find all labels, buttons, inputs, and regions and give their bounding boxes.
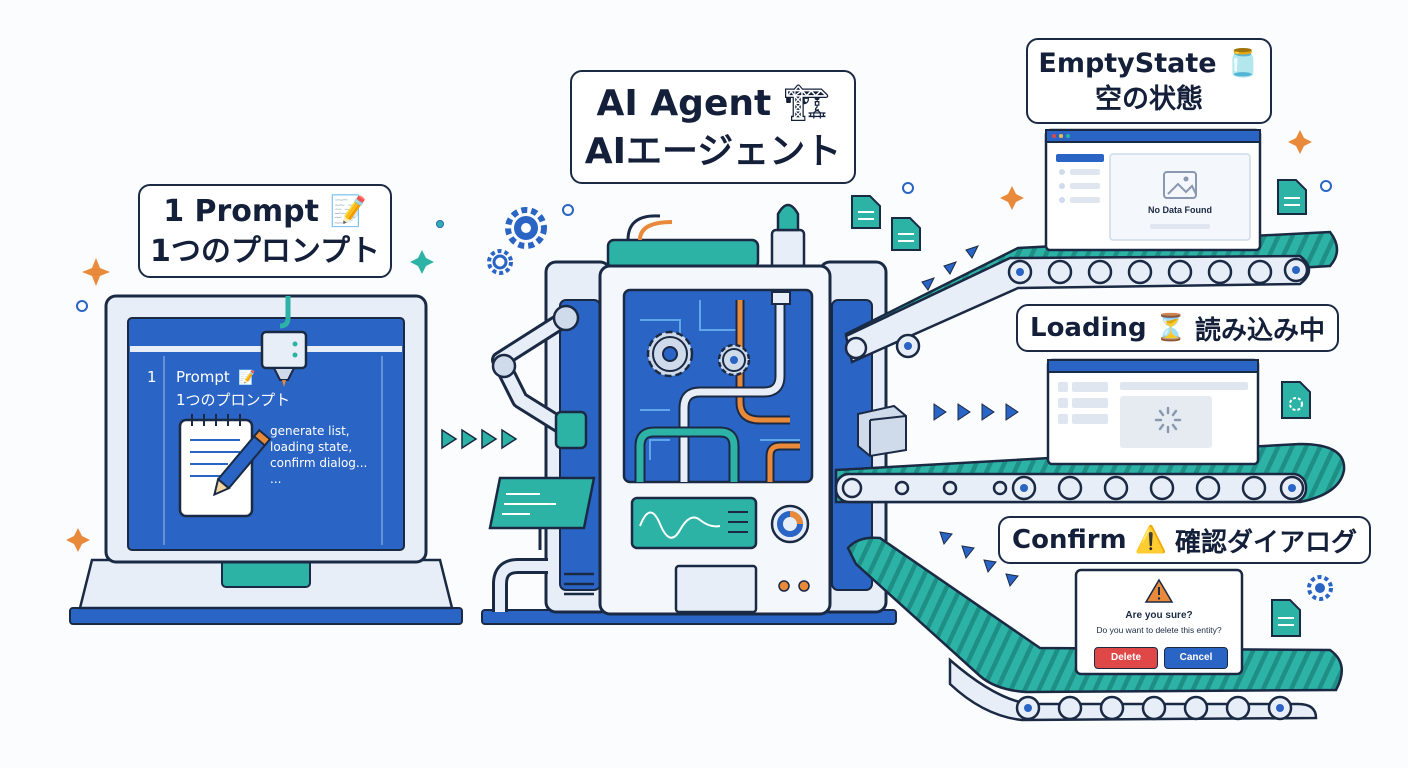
hourglass-icon: ⏳ bbox=[1154, 313, 1187, 343]
cancel-button[interactable]: Cancel bbox=[1164, 647, 1228, 669]
flow-arrows-lower bbox=[939, 531, 1019, 588]
agent-label-en: AI Agent 🏗 bbox=[572, 80, 854, 128]
document-icon bbox=[1277, 179, 1307, 215]
confirm-label-en: Confirm bbox=[1012, 525, 1127, 555]
document-icon bbox=[1271, 599, 1301, 637]
prompt-label-en-text: 1 Prompt bbox=[163, 194, 319, 229]
loading-label-en: Loading bbox=[1030, 313, 1147, 343]
empty-state-label-ja: 空の状態 bbox=[1095, 84, 1203, 115]
confirm-label: Confirm ⚠️ 確認ダイアログ bbox=[998, 516, 1372, 564]
confirm-label-ja: 確認ダイアログ bbox=[1175, 527, 1358, 558]
screen-prompt-title: Prompt bbox=[176, 368, 230, 386]
document-icon bbox=[851, 195, 881, 229]
memo-icon: 📝 bbox=[329, 194, 367, 229]
loading-label-ja: 読み込み中 bbox=[1195, 315, 1326, 346]
agent-label: AI Agent 🏗 AIエージェント bbox=[570, 70, 856, 184]
no-data-text: No Data Found bbox=[1148, 205, 1212, 215]
flow-arrows-middle bbox=[933, 403, 1019, 421]
empty-state-label-en: EmptyState 🫙 bbox=[1028, 46, 1270, 82]
screen-item: generate list, bbox=[270, 424, 350, 438]
empty-state-window bbox=[1044, 128, 1262, 252]
screen-item: loading state, bbox=[270, 440, 352, 454]
image-placeholder-icon bbox=[1163, 171, 1197, 199]
ai-agent-machine bbox=[481, 203, 897, 625]
jar-icon: 🫙 bbox=[1225, 48, 1260, 79]
loading-spinner-icon bbox=[1154, 406, 1182, 434]
agent-label-ja: AIエージェント bbox=[584, 131, 842, 172]
empty-state-label-en-text: EmptyState bbox=[1038, 48, 1217, 79]
dialog-body: Do you want to delete this entity? bbox=[1096, 625, 1222, 635]
crane-icon: 🏗 bbox=[783, 83, 830, 124]
warning-icon: ⚠️ bbox=[1134, 525, 1168, 555]
loading-label: Loading ⏳ 読み込み中 bbox=[1016, 304, 1340, 352]
delete-button[interactable]: Delete bbox=[1094, 647, 1158, 669]
flow-arrows-upper bbox=[921, 245, 979, 291]
gear-icon bbox=[487, 249, 513, 275]
gear-icon bbox=[505, 207, 547, 249]
agent-label-en-text: AI Agent bbox=[596, 83, 772, 124]
dialog-title: Are you sure? bbox=[1125, 610, 1193, 621]
conveyor-middle bbox=[834, 404, 1346, 504]
document-icon bbox=[891, 217, 921, 251]
empty-state-label: EmptyState 🫙 空の状態 bbox=[1026, 38, 1272, 124]
screen-line-number: 1 bbox=[147, 368, 157, 386]
screen-item: ... bbox=[270, 472, 281, 486]
screen-item: confirm dialog... bbox=[270, 456, 367, 470]
conveyor-upper bbox=[844, 230, 1339, 364]
loading-window bbox=[1046, 358, 1260, 466]
flow-arrows-left bbox=[441, 428, 518, 450]
document-icon bbox=[1281, 381, 1311, 419]
gear-icon bbox=[646, 330, 694, 378]
prompt-label: 1 Prompt 📝 1つのプロンプト bbox=[138, 184, 392, 278]
prompt-label-ja: 1つのプロンプト bbox=[150, 234, 380, 269]
laptop bbox=[69, 294, 463, 625]
decorative-dot bbox=[437, 221, 443, 227]
gear-icon bbox=[1307, 575, 1333, 601]
sparkle-icon bbox=[66, 130, 1312, 552]
screen-prompt-emoji: 📝 bbox=[238, 369, 255, 386]
screen-prompt-subtitle: 1つのプロンプト bbox=[176, 391, 290, 409]
gear-icon bbox=[717, 343, 751, 377]
prompt-label-en: 1 Prompt 📝 bbox=[140, 192, 390, 232]
